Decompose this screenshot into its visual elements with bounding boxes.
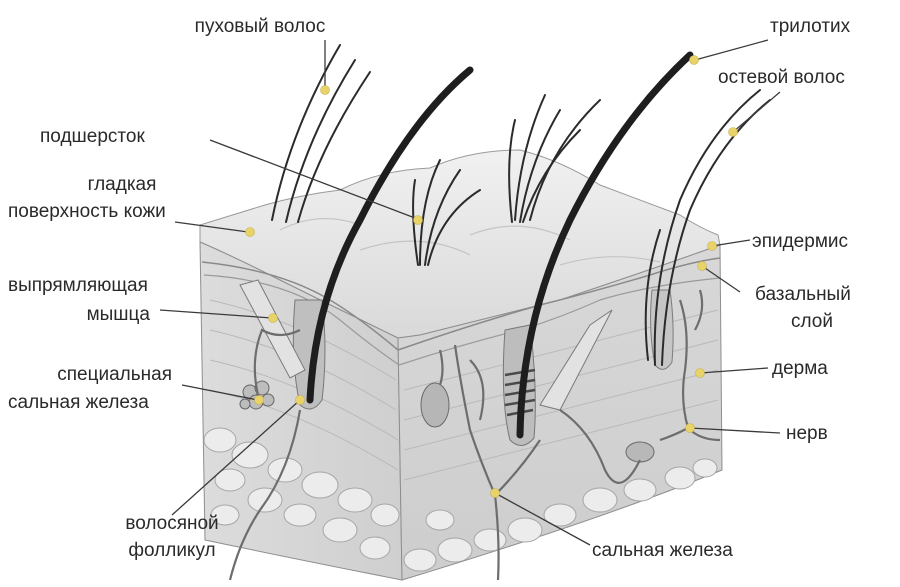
label-smooth-skin-1: гладкая: [88, 174, 157, 195]
label-basal-1: базальный: [755, 284, 851, 305]
basal-layer-left: [203, 274, 400, 366]
epidermis-band-front: [397, 257, 721, 351]
skin-surface-mounds: [279, 218, 661, 266]
label-special-gland-1: специальная: [57, 364, 172, 385]
label-smooth-skin-2: поверхность кожи: [8, 201, 166, 222]
marker-dots: [245, 55, 738, 498]
subcutaneous-fat: [203, 427, 718, 572]
label-special-gland-2: сальная железа: [8, 392, 149, 413]
gland-duct-left: [253, 328, 301, 396]
label-basal-2: слой: [791, 311, 833, 332]
sweat-gland-lobe: [625, 441, 655, 463]
label-nerve: нерв: [786, 423, 828, 444]
label-arrector-2: мышца: [87, 304, 151, 325]
arrector-muscle-left: [239, 279, 306, 379]
label-sebaceous-gland: сальная железа: [592, 540, 733, 561]
label-trilotich: трилотих: [770, 16, 851, 37]
label-underfur: подшерсток: [40, 126, 145, 147]
label-follicle-1: волосяной: [125, 513, 218, 534]
sebaceous-gland-lobe: [420, 382, 450, 428]
label-arrector-1: выпрямляющая: [8, 275, 148, 296]
label-epidermis: эпидермис: [752, 231, 848, 252]
hairs: [271, 44, 771, 439]
label-down-hair: пуховый волос: [195, 16, 326, 37]
label-dermis: дерма: [772, 358, 828, 379]
label-guard-hair: остевой волос: [718, 67, 845, 88]
leader-lines: [159, 39, 781, 546]
label-follicle-2: фолликул: [128, 540, 215, 561]
vessels-and-nerves: [228, 289, 721, 581]
